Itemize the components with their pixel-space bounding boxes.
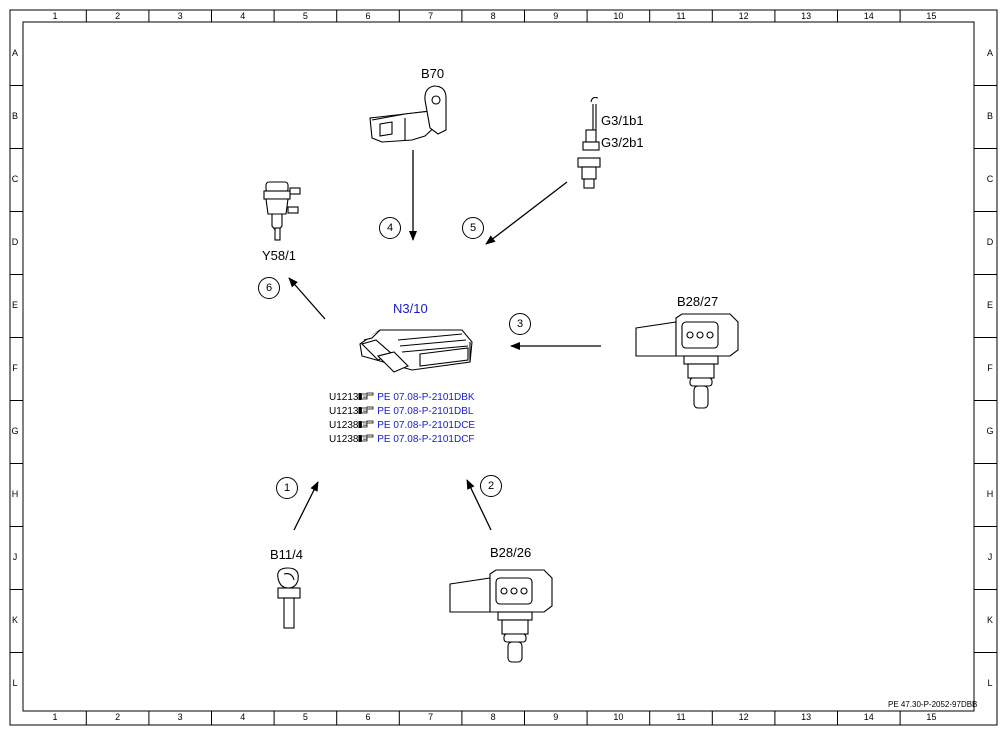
grid-column-label: 12	[738, 11, 749, 21]
arrow-lines	[288, 150, 601, 531]
pointing-hand-icon	[358, 392, 374, 400]
label-b11-4: B11/4	[270, 547, 304, 562]
grid-column-label: 8	[490, 11, 496, 21]
grid-column-label: 6	[365, 11, 371, 21]
grid-column-label: 9	[553, 11, 559, 21]
document-id: PE 47.30-P-2052-97DBB	[888, 700, 978, 709]
label-n3-10[interactable]: N3/10	[393, 301, 428, 316]
grid-column-label: 4	[240, 11, 246, 21]
grid-column-label: 10	[613, 11, 624, 21]
reference-row: U1213 PE 07.08-P-2101DBK	[329, 391, 475, 405]
grid-column-label: 9	[553, 712, 559, 722]
grid-column-label: 7	[428, 712, 434, 722]
reference-code: U1213	[329, 392, 359, 403]
grid-row-label: F	[987, 363, 993, 373]
label-b70: B70	[421, 66, 445, 81]
grid-column-label: 11	[676, 11, 686, 21]
grid-column-label: 13	[801, 712, 812, 722]
grid-column-label: 15	[926, 712, 937, 722]
reference-code: U1238	[329, 420, 359, 431]
grid-row-label: C	[986, 174, 994, 184]
drawing-frame	[9, 9, 998, 726]
arrow-5-line	[485, 181, 568, 245]
grid-row-label: D	[11, 237, 19, 247]
y58-valve-illustration	[263, 181, 301, 241]
grid-column-label: 5	[302, 712, 308, 722]
grid-ticks	[10, 10, 997, 725]
arrow-number-6: 6	[258, 277, 280, 299]
reference-code: U1213	[329, 406, 359, 417]
b114-sensor-illustration	[277, 567, 301, 629]
grid-row-label: K	[986, 615, 993, 625]
grid-row-label: G	[11, 426, 19, 436]
grid-row-label: A	[11, 48, 18, 58]
pointing-hand-icon	[358, 420, 374, 428]
grid-row-label: E	[11, 300, 18, 310]
reference-link-dbk[interactable]: PE 07.08-P-2101DBK	[377, 392, 475, 403]
b2826-sensor-illustration	[449, 569, 553, 663]
grid-row-label: L	[12, 678, 18, 688]
grid-column-label: 1	[52, 11, 58, 21]
grid-row-label: E	[986, 300, 993, 310]
reference-row: U1238 PE 07.08-P-2101DCF	[329, 433, 475, 447]
grid-row-label: F	[12, 363, 18, 373]
grid-row-label: C	[11, 174, 19, 184]
label-b28-26: B28/26	[490, 545, 532, 560]
label-b28-27: B28/27	[677, 294, 719, 309]
grid-row-label: B	[11, 111, 18, 121]
grid-row-label: J	[12, 552, 18, 562]
grid-column-label: 2	[115, 11, 121, 21]
grid-row-label: D	[986, 237, 994, 247]
grid-column-label: 14	[863, 712, 874, 722]
grid-column-label: 11	[676, 712, 686, 722]
arrow-1-line	[293, 481, 319, 531]
reference-link-dce[interactable]: PE 07.08-P-2101DCE	[377, 420, 476, 431]
arrow-number-4: 4	[379, 217, 401, 239]
grid-column-label: 14	[863, 11, 874, 21]
label-y58-1: Y58/1	[262, 248, 296, 263]
grid-row-label: H	[11, 489, 19, 499]
grid-column-label: 3	[177, 11, 183, 21]
reference-row: U1238 PE 07.08-P-2101DCE	[329, 419, 475, 433]
grid-column-label: 3	[177, 712, 183, 722]
arrow-number-1: 1	[276, 477, 298, 499]
pointing-hand-icon	[358, 434, 374, 442]
grid-column-label: 8	[490, 712, 496, 722]
g3-sensor-illustration	[577, 96, 601, 189]
reference-link-dbl[interactable]: PE 07.08-P-2101DBL	[377, 406, 474, 417]
grid-row-label: L	[987, 678, 993, 688]
grid-column-label: 1	[52, 712, 58, 722]
label-g3-2b1: G3/2b1	[601, 135, 644, 150]
grid-column-label: 12	[738, 712, 749, 722]
arrow-number-3: 3	[509, 313, 531, 335]
n310-control-unit-illustration	[359, 329, 473, 373]
reference-link-dcf[interactable]: PE 07.08-P-2101DCF	[377, 434, 475, 445]
grid-row-label: H	[986, 489, 994, 499]
grid-column-label: 7	[428, 11, 434, 21]
grid-column-label: 13	[801, 11, 812, 21]
reference-row: U1213 PE 07.08-P-2101DBL	[329, 405, 473, 419]
arrow-2-line	[466, 479, 492, 531]
grid-column-label: 15	[926, 11, 937, 21]
b70-sensor-illustration	[369, 85, 447, 143]
arrow-number-2: 2	[480, 475, 502, 497]
grid-row-label: K	[11, 615, 18, 625]
grid-row-label: G	[986, 426, 994, 436]
grid-row-label: J	[987, 552, 993, 562]
grid-column-label: 2	[115, 712, 121, 722]
pointing-hand-icon	[358, 406, 374, 414]
grid-column-label: 4	[240, 712, 246, 722]
label-g3-1b1: G3/1b1	[601, 113, 644, 128]
grid-row-label: B	[986, 111, 993, 121]
reference-code: U1238	[329, 434, 359, 445]
b2827-sensor-illustration	[635, 313, 739, 409]
grid-row-label: A	[986, 48, 993, 58]
grid-column-label: 5	[302, 11, 308, 21]
arrow-number-5: 5	[462, 217, 484, 239]
grid-column-label: 6	[365, 712, 371, 722]
grid-column-label: 10	[613, 712, 624, 722]
arrow-6-line	[288, 277, 326, 320]
